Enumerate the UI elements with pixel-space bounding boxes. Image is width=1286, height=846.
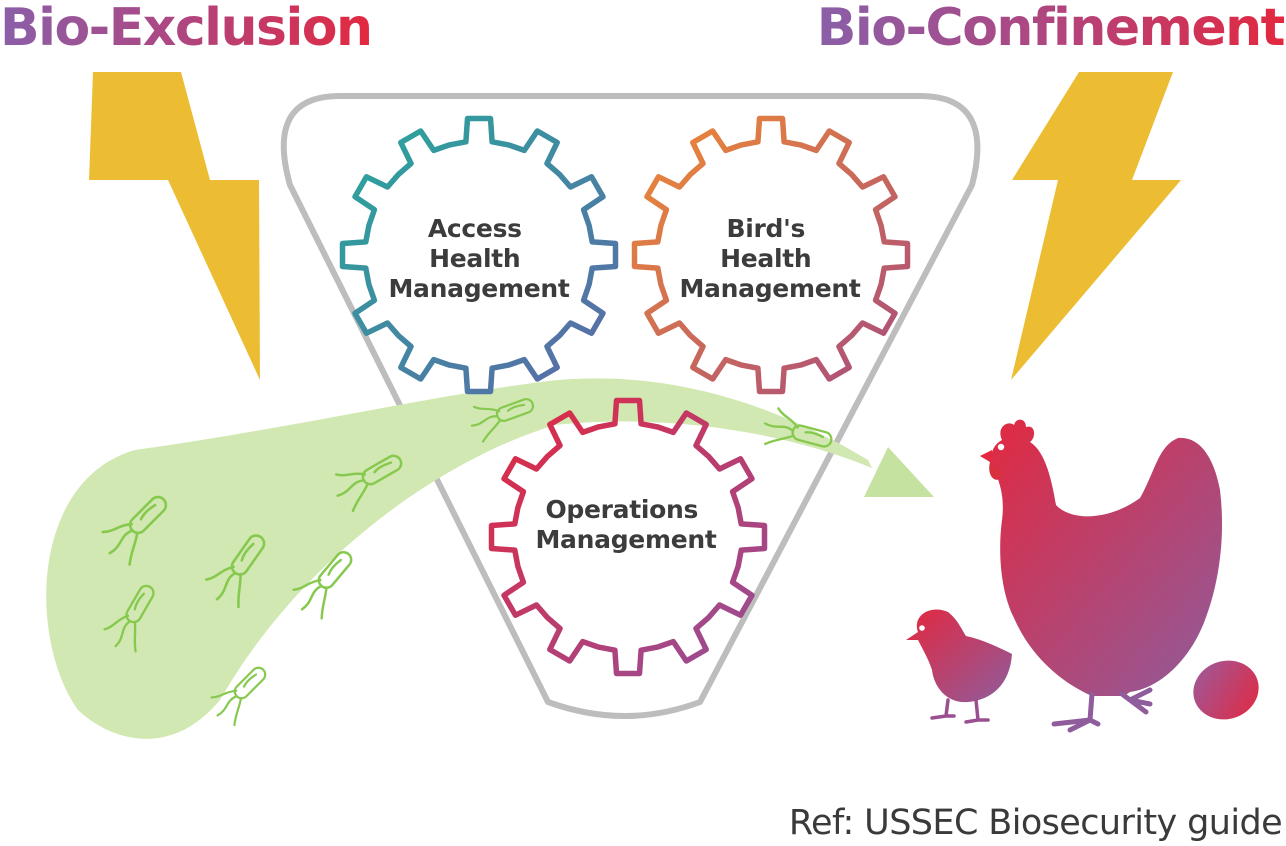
pathogen-stream — [46, 378, 872, 738]
bio-exclusion-heading: Bio-Exclusion — [0, 0, 372, 64]
gear-label-line: Health — [429, 244, 520, 273]
gear-label-line: Management — [679, 274, 860, 303]
egg-icon — [1186, 652, 1267, 728]
gear-label-line: Access — [428, 214, 522, 243]
lightning-bolt-icon-right — [1011, 72, 1181, 380]
gear-label-line: Health — [720, 244, 811, 273]
gear-icon-access-health: Access Health Management — [343, 119, 616, 392]
gear-label-line: Management — [535, 525, 716, 554]
reference-caption: Ref: USSEC Biosecurity guide — [789, 800, 1282, 846]
pathogen-arrow-head — [864, 447, 934, 497]
lightning-bolt-icon-left — [89, 72, 260, 380]
bio-confinement-heading: Bio-Confinement — [817, 0, 1284, 64]
svg-text:Operations Management: Operations Management — [535, 495, 716, 554]
gear-icon-operations: Operations Management — [492, 401, 765, 674]
gear-label-line: Bird's — [727, 214, 806, 243]
gear-label-line: Operations — [545, 495, 698, 524]
gear-label-line: Management — [388, 274, 569, 303]
gear-icon-birds-health: Bird's Health Management — [635, 119, 908, 392]
svg-text:Bird's Health Mana: Bird's Health Management — [679, 214, 860, 303]
chicken-icon — [980, 420, 1222, 730]
chick-icon — [906, 609, 1012, 722]
svg-text:Access Health Mana: Access Health Management — [388, 214, 569, 303]
